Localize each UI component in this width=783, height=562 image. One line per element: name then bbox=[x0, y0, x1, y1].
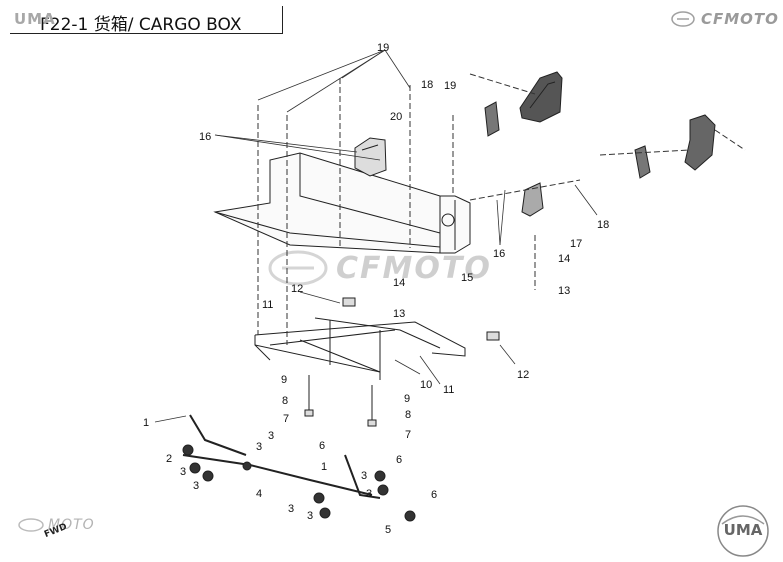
cargo-box-tray bbox=[213, 152, 471, 254]
callout-6: 6 bbox=[396, 454, 402, 466]
callout-1-left: 1 bbox=[143, 417, 149, 429]
title-frame: F22-1 货箱/ CARGO BOX bbox=[10, 6, 283, 35]
cfmoto-logo-top-right: CFMOTO bbox=[671, 10, 779, 28]
callout-11-upper: 11 bbox=[262, 299, 273, 311]
uma-logo-bottom-right: UMA bbox=[716, 504, 770, 558]
callout-13-upper: 13 bbox=[393, 308, 405, 320]
bolt-stack-left bbox=[304, 375, 314, 417]
callout-20: 20 bbox=[390, 111, 402, 123]
callout-4: 4 bbox=[256, 488, 262, 500]
leader-lines bbox=[154, 49, 598, 423]
callout-10: 10 bbox=[420, 379, 432, 391]
cfmoto-watermark: CFMOTO bbox=[268, 250, 492, 286]
callout-7-right: 7 bbox=[405, 429, 411, 441]
callout-1-right: 1 bbox=[321, 461, 327, 473]
callout-15: 15 bbox=[461, 272, 473, 284]
page-title: F22-1 货箱/ CARGO BOX bbox=[40, 15, 242, 35]
callout-13-right: 13 bbox=[558, 285, 570, 297]
cfmoto-emblem-small-icon bbox=[18, 518, 44, 532]
uma-badge-icon bbox=[717, 505, 769, 557]
callout-9-right: 9 bbox=[404, 393, 410, 405]
callout-8-right: 8 bbox=[405, 409, 411, 421]
stabilizer-rod-4 bbox=[182, 454, 373, 496]
callout-18-upper: 18 bbox=[421, 79, 433, 91]
bracket-20 bbox=[354, 137, 387, 177]
cfmoto-emblem-icon bbox=[671, 11, 695, 27]
bushings bbox=[182, 444, 416, 522]
brand-name-bottom: MOTO bbox=[48, 517, 95, 533]
reflector-right bbox=[634, 145, 651, 179]
watermark-text: CFMOTO bbox=[336, 250, 492, 286]
callout-7-left: 7 bbox=[283, 413, 289, 425]
callout-3: 3 bbox=[256, 441, 262, 453]
callout-3: 3 bbox=[366, 488, 372, 500]
uma-badge-text: UMA bbox=[723, 521, 763, 539]
callout-16-left: 16 bbox=[199, 131, 211, 143]
callout-14-right: 14 bbox=[558, 253, 570, 265]
callout-2: 2 bbox=[166, 453, 172, 465]
callout-3: 3 bbox=[288, 503, 294, 515]
callout-8-left: 8 bbox=[282, 395, 288, 407]
callout-5: 5 bbox=[385, 524, 391, 536]
torsion-bar-left bbox=[189, 414, 247, 456]
assembly-lines bbox=[257, 73, 746, 345]
uma-logo-top-left: UMA bbox=[14, 10, 56, 28]
callout-11-lower: 11 bbox=[443, 384, 454, 396]
corner-cap-upper bbox=[519, 71, 563, 123]
callout-19-right: 19 bbox=[444, 80, 456, 92]
torsion-bar-right bbox=[344, 454, 381, 499]
callout-14-upper: 14 bbox=[393, 277, 405, 289]
tab-plate-12-lower bbox=[486, 331, 500, 341]
bolt-stack-right bbox=[367, 385, 377, 427]
callout-3: 3 bbox=[180, 466, 186, 478]
callout-3: 3 bbox=[193, 480, 199, 492]
subframe bbox=[254, 317, 466, 380]
callout-3: 3 bbox=[307, 510, 313, 522]
reflector-upper bbox=[484, 101, 500, 137]
callout-6: 6 bbox=[319, 440, 325, 452]
callout-3: 3 bbox=[268, 430, 274, 442]
corner-cap-right bbox=[684, 114, 716, 171]
callout-3: 3 bbox=[361, 470, 367, 482]
callout-9-left: 9 bbox=[281, 374, 287, 386]
callout-16-right: 16 bbox=[493, 248, 505, 260]
callout-12-upper: 12 bbox=[291, 283, 303, 295]
tab-plate-12-upper bbox=[342, 297, 356, 307]
callout-6: 6 bbox=[431, 489, 437, 501]
callout-19-upper: 19 bbox=[377, 42, 389, 54]
bracket-17 bbox=[521, 182, 544, 217]
callout-18-right: 18 bbox=[597, 219, 609, 231]
brand-name-top: CFMOTO bbox=[701, 10, 779, 28]
cfmoto-logo-bottom-left: MOTO bbox=[18, 517, 95, 533]
callout-12-lower: 12 bbox=[517, 369, 529, 381]
callout-17: 17 bbox=[570, 238, 582, 250]
